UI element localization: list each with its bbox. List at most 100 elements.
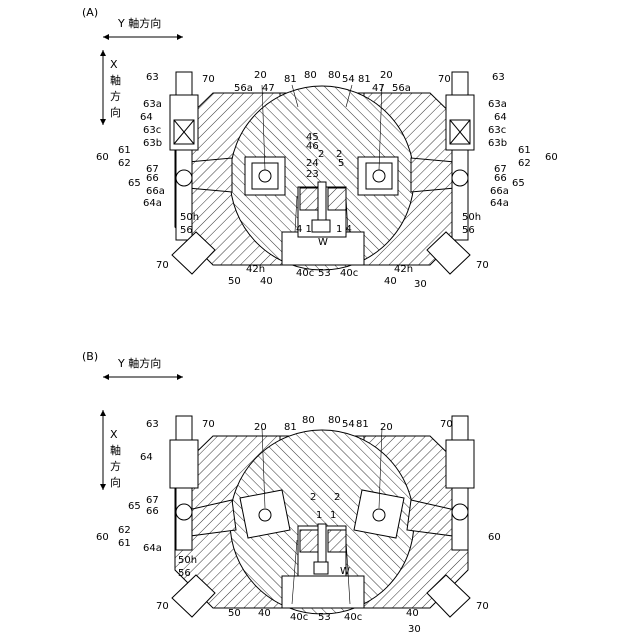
svg-text:方: 方	[110, 459, 121, 473]
svg-text:軸: 軸	[110, 73, 121, 87]
fig-b-label-40r: 40	[406, 608, 419, 619]
roller-right-b	[452, 504, 468, 520]
fig-b-label-64: 64	[140, 452, 153, 463]
fig-b-label-1l: 1	[316, 510, 322, 521]
workpiece-stem-b	[318, 524, 326, 562]
fig-b-label-w: W	[340, 566, 350, 577]
fig-a-label-70r: 70	[438, 74, 451, 85]
fig-a-label-65l: 65	[128, 178, 141, 189]
roller-right	[452, 170, 468, 186]
fig-a-label-40r: 40	[384, 276, 397, 287]
fig-a-label-70bl: 70	[156, 260, 169, 271]
fig-a-label-63cl: 63c	[143, 125, 161, 136]
roller-left-b	[176, 504, 192, 520]
fig-a-label-60r: 60	[545, 152, 558, 163]
y-axis-label: Y 軸方向	[117, 16, 161, 30]
fig-b-label-2l: 2	[310, 492, 316, 503]
fig-a-label-63bl: 63b	[143, 138, 162, 149]
fig-b-label-80r: 80	[328, 415, 341, 426]
fig-a-label-64ar: 64a	[490, 198, 509, 209]
fig-a-label-60l: 60	[96, 152, 109, 163]
bottom-slot-b	[282, 576, 364, 608]
figure-a-label: (A)	[82, 6, 98, 19]
fig-a-label-66ar: 66a	[490, 186, 509, 197]
fig-a-label-50hr: 50h	[462, 212, 481, 223]
holder-left-b	[240, 490, 290, 538]
fig-a-label-70l: 70	[202, 74, 215, 85]
svg-text:軸: 軸	[110, 443, 121, 457]
figure-b: (B) Y 軸方向 X 軸 方 向	[82, 350, 474, 617]
fig-b-label-70br: 70	[476, 601, 489, 612]
arm-right	[411, 158, 455, 192]
x-axis-label-b: X 軸 方 向	[110, 428, 121, 489]
fig-a-label-64l: 64	[140, 112, 153, 123]
fig-b-label-70l: 70	[202, 419, 215, 430]
spring-housing-left-b	[170, 440, 198, 488]
fig-a-label-2l: 2	[318, 149, 324, 160]
svg-text:方: 方	[110, 89, 121, 103]
fig-b-label-54: 54	[342, 419, 355, 430]
jaw-right-b	[328, 530, 346, 552]
fig-b-label-53: 53	[318, 612, 331, 623]
jaw-left	[300, 188, 318, 210]
fig-a-label-53: 53	[318, 268, 331, 279]
fig-a-label-20l: 20	[254, 70, 267, 81]
fig-a-label-63al: 63a	[143, 99, 162, 110]
fig-a-label-61r: 61	[518, 145, 531, 156]
fig-a-label-41: 4 1	[296, 224, 312, 235]
fig-a-label-62l: 62	[118, 158, 131, 169]
x-axis-arrow-b	[100, 410, 106, 490]
workpiece-w	[312, 220, 330, 232]
holder-right-b	[354, 490, 404, 538]
spring-housing-right-b	[446, 440, 474, 488]
fig-b-label-2r: 2	[334, 492, 340, 503]
fig-a-label-64r: 64	[494, 112, 507, 123]
svg-text:向: 向	[110, 105, 121, 119]
fig-a-label-63r: 63	[492, 72, 505, 83]
fig-b-label-40l: 40	[258, 608, 271, 619]
fig-b-label-40cl: 40c	[290, 612, 308, 623]
fig-a-label-20r: 20	[380, 70, 393, 81]
fig-a-label-70br: 70	[476, 260, 489, 271]
fig-a-label-46: 46	[306, 141, 319, 152]
fig-a-label-63ar: 63a	[488, 99, 507, 110]
y-axis-label-b: Y 軸方向	[117, 356, 161, 370]
fig-a-label-63l: 63	[146, 72, 159, 83]
fig-b-label-50h: 50h	[178, 555, 197, 566]
workpiece-stem	[318, 182, 326, 220]
fig-a-label-81l: 81	[284, 74, 297, 85]
fig-a-label-14: 1 4	[336, 224, 352, 235]
roller-left	[176, 170, 192, 186]
fig-b-label-20l: 20	[254, 422, 267, 433]
fig-a-label-w: W	[318, 237, 328, 248]
x-axis-label: X 軸 方 向	[110, 58, 121, 119]
fig-a-label-66r: 66	[494, 173, 507, 184]
fig-b-label-61: 61	[118, 538, 131, 549]
fig-b-label-50: 50	[228, 608, 241, 619]
fig-a-label-66al: 66a	[146, 186, 165, 197]
fig-a-label-23: 23	[306, 169, 319, 180]
fig-b-label-67: 67	[146, 495, 159, 506]
fig-b-label-70r: 70	[440, 419, 453, 430]
fig-a-label-81r: 81	[358, 74, 371, 85]
fig-b-label-62: 62	[118, 525, 131, 536]
fig-b-label-20r: 20	[380, 422, 393, 433]
fig-b-label-56: 56	[178, 568, 191, 579]
fig-a-label-56l: 56	[180, 225, 193, 236]
fig-a-label-40cr: 40c	[340, 268, 358, 279]
fig-b-label-60r: 60	[488, 532, 501, 543]
fig-a-label-63cr: 63c	[488, 125, 506, 136]
fig-b-label-70bl: 70	[156, 601, 169, 612]
fig-a-label-30: 30	[414, 279, 427, 290]
y-axis-arrow-b	[103, 374, 183, 380]
fig-b-label-65: 65	[128, 501, 141, 512]
jaw-right	[328, 188, 346, 210]
fig-a-label-64al: 64a	[143, 198, 162, 209]
svg-text:X: X	[110, 428, 118, 441]
fig-b-label-64a: 64a	[143, 543, 162, 554]
fig-a-label-24: 24	[306, 158, 319, 169]
svg-text:X: X	[110, 58, 118, 71]
fig-a-label-66l: 66	[146, 173, 159, 184]
fig-b-label-1r: 1	[330, 510, 336, 521]
